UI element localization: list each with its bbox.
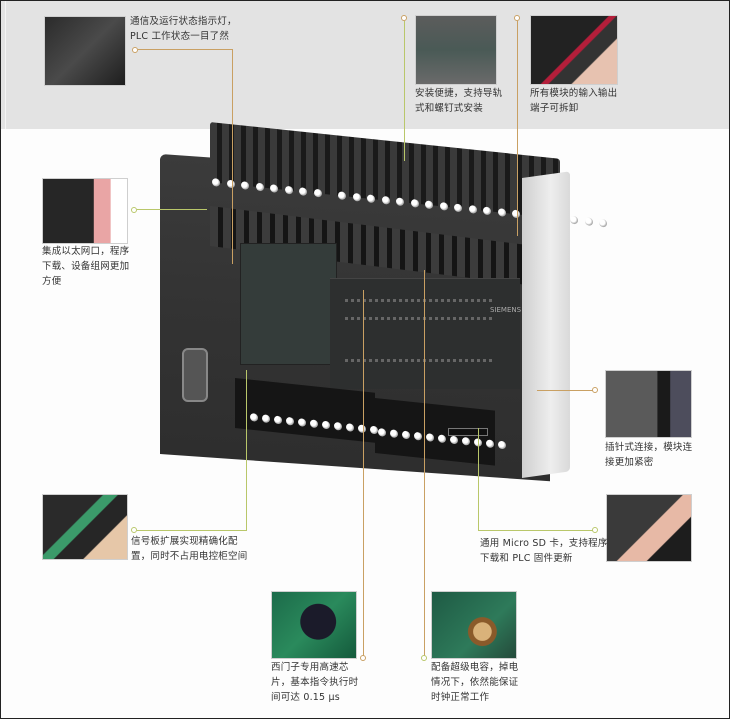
ethernet-thumbnail <box>42 178 128 244</box>
leader-line <box>137 209 207 210</box>
leader-line <box>517 21 518 236</box>
led-row <box>345 359 495 362</box>
led-row <box>345 317 495 320</box>
callout-dot <box>131 527 137 533</box>
callout-dot <box>592 527 598 533</box>
led-row <box>345 299 495 302</box>
leader-line <box>404 21 405 161</box>
ethernet-caption: 集成以太网口，程序 下载、设备组网更加 方便 <box>42 246 130 287</box>
din-rail-caption: 安装便捷，支持导轨 式和螺钉式安装 <box>415 88 503 114</box>
leader-line <box>137 530 247 531</box>
supercap-caption: 配备超级电容，掉电 情况下，依然能保证 时钟正常工作 <box>431 662 519 703</box>
leader-line <box>478 428 479 531</box>
leader-line <box>363 290 364 656</box>
connector-thumbnail <box>605 370 692 438</box>
connector-caption: 插针式连接，模块连 接更加紧密 <box>605 442 693 468</box>
callout-dot <box>360 655 366 661</box>
front-door <box>240 243 337 365</box>
micro-sd-caption: 通用 Micro SD 卡，支持程序 下载和 PLC 固件更新 <box>480 538 608 564</box>
micro-sd-slot <box>448 428 488 436</box>
leader-line <box>232 49 233 264</box>
leader-line <box>138 49 233 50</box>
callout-dot <box>421 655 427 661</box>
divider <box>5 1 6 129</box>
callout-dot <box>401 15 407 21</box>
chip-thumbnail <box>271 591 357 659</box>
micro-sd-thumbnail <box>606 494 692 562</box>
callout-dot <box>132 47 138 53</box>
leader-line <box>424 270 425 656</box>
serial-port <box>182 348 208 402</box>
terminals-caption: 所有模块的输入输出 端子可拆卸 <box>530 88 618 114</box>
leader-line <box>246 370 247 531</box>
io-panel <box>330 278 520 389</box>
din-rail-thumbnail <box>415 15 497 85</box>
plc-product-image: SIEMENS <box>150 118 607 490</box>
terminals-thumbnail <box>530 15 618 85</box>
callout-dot <box>131 207 137 213</box>
status-led-caption: 通信及运行状态指示灯， PLC 工作状态一目了然 <box>130 16 237 42</box>
signal-board-thumbnail <box>42 494 128 560</box>
signal-board-caption: 信号板扩展实现精确化配 置，同时不占用电控柜空间 <box>131 536 248 562</box>
leader-line <box>537 390 593 391</box>
callout-dot <box>514 15 520 21</box>
supercap-thumbnail <box>431 591 517 659</box>
chip-caption: 西门子专用高速芯 片，基本指令执行时 间可达 0.15 μs <box>271 662 359 703</box>
leader-line <box>478 530 593 531</box>
brand-mark: SIEMENS <box>490 306 522 314</box>
callout-dot <box>592 387 598 393</box>
status-led-thumbnail <box>44 16 126 86</box>
